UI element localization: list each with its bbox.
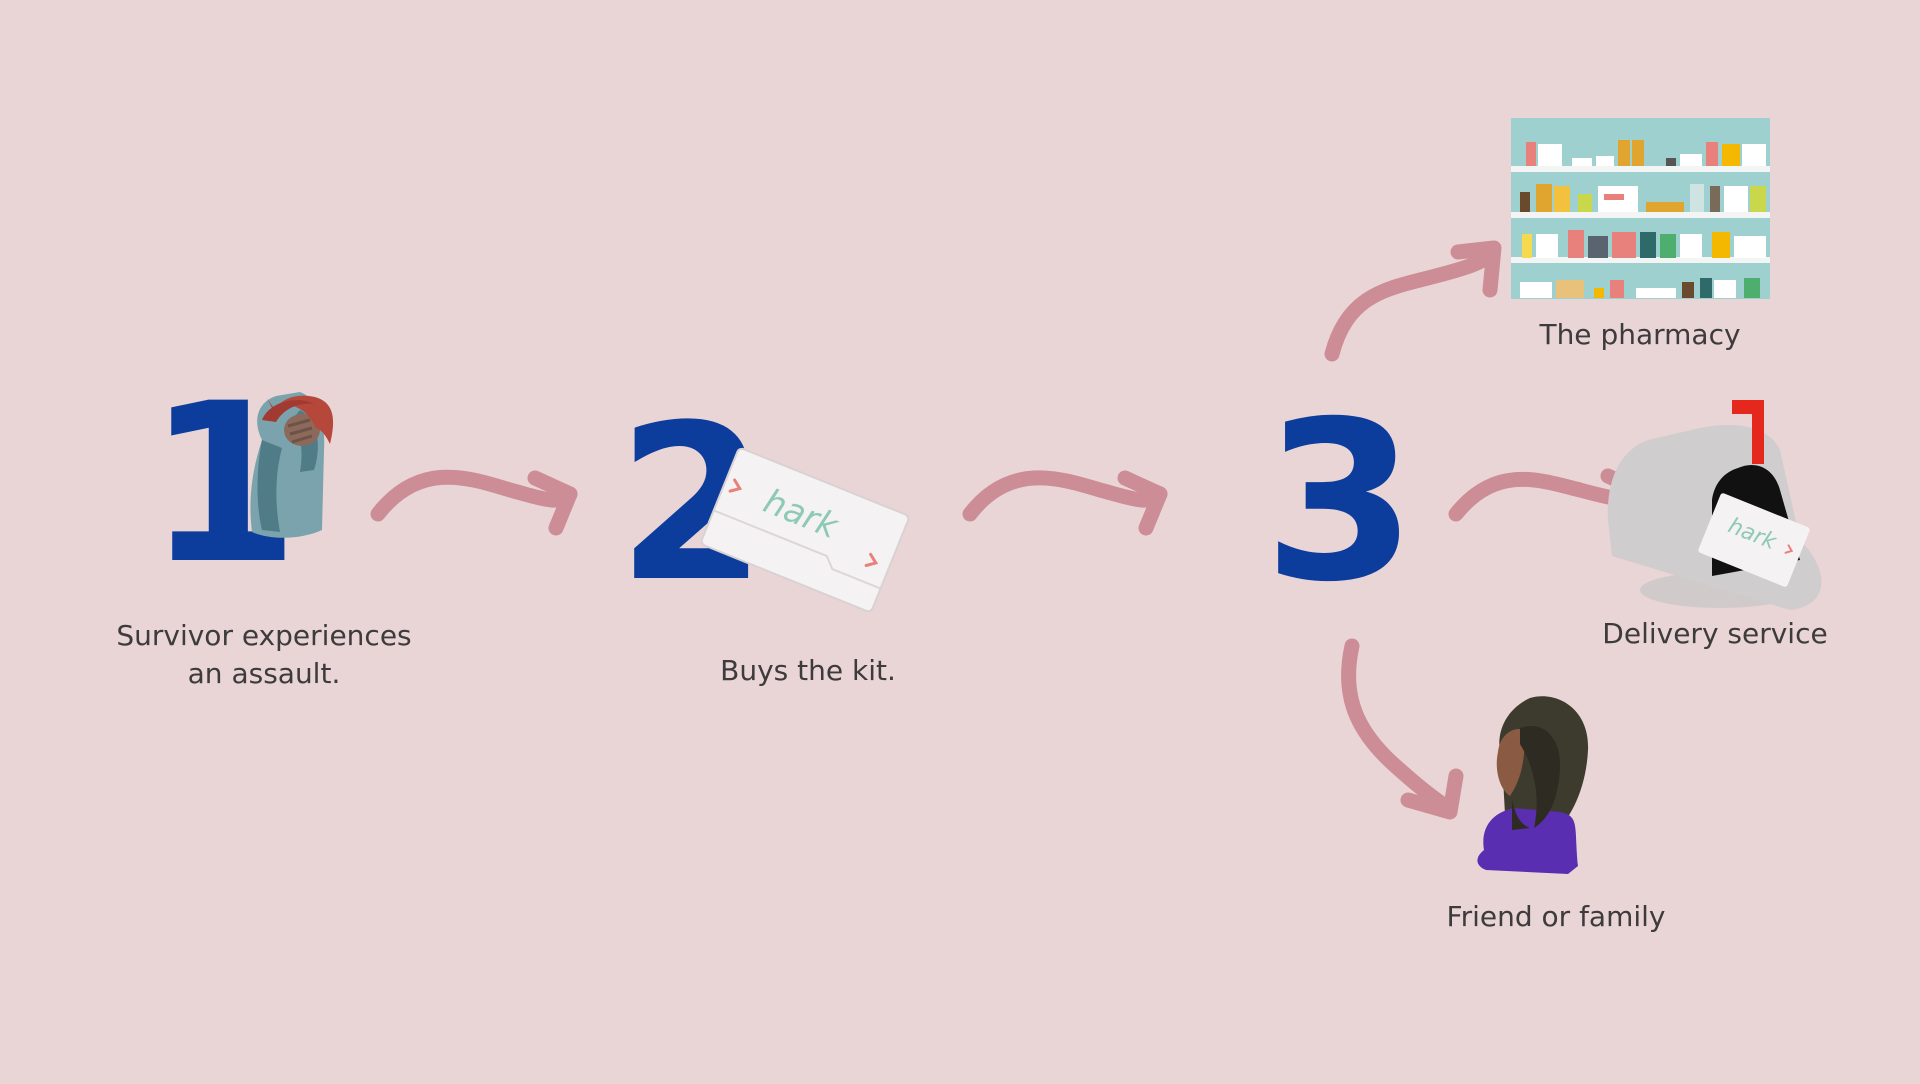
flow-arrow-3-to-friend <box>1341 638 1464 820</box>
step-number-3: 3 <box>1263 374 1416 630</box>
step-2-label-line-1: Buys the kit. <box>720 654 896 687</box>
pharmacy-shelves-icon <box>1511 118 1770 299</box>
step-3: 3 <box>1263 374 1416 630</box>
flow-arrow-2-to-3 <box>962 470 1168 536</box>
step-1-label-line-2: an assault. <box>187 657 341 690</box>
flow-arrow-3-to-pharmacy <box>1324 240 1502 362</box>
delivery-service-label: Delivery service <box>1602 617 1828 650</box>
kit-envelope-icon: hark <box>700 447 910 613</box>
step-1-label-line-1: Survivor experiences <box>116 619 412 652</box>
step-1-label: Survivor experiences an assault. <box>116 617 411 693</box>
pharmacy-label: The pharmacy <box>1539 318 1741 351</box>
mailbox-icon: hark <box>1607 400 1822 610</box>
distressed-person-icon <box>250 392 334 538</box>
flow-arrow-1-to-2 <box>370 469 578 536</box>
step-1: 1 <box>146 356 334 612</box>
friend-person-icon <box>1477 696 1589 874</box>
friend-or-family-label: Friend or family <box>1446 900 1666 933</box>
step-2: 2 hark <box>617 378 910 629</box>
step-2-label: Buys the kit. <box>720 652 896 690</box>
